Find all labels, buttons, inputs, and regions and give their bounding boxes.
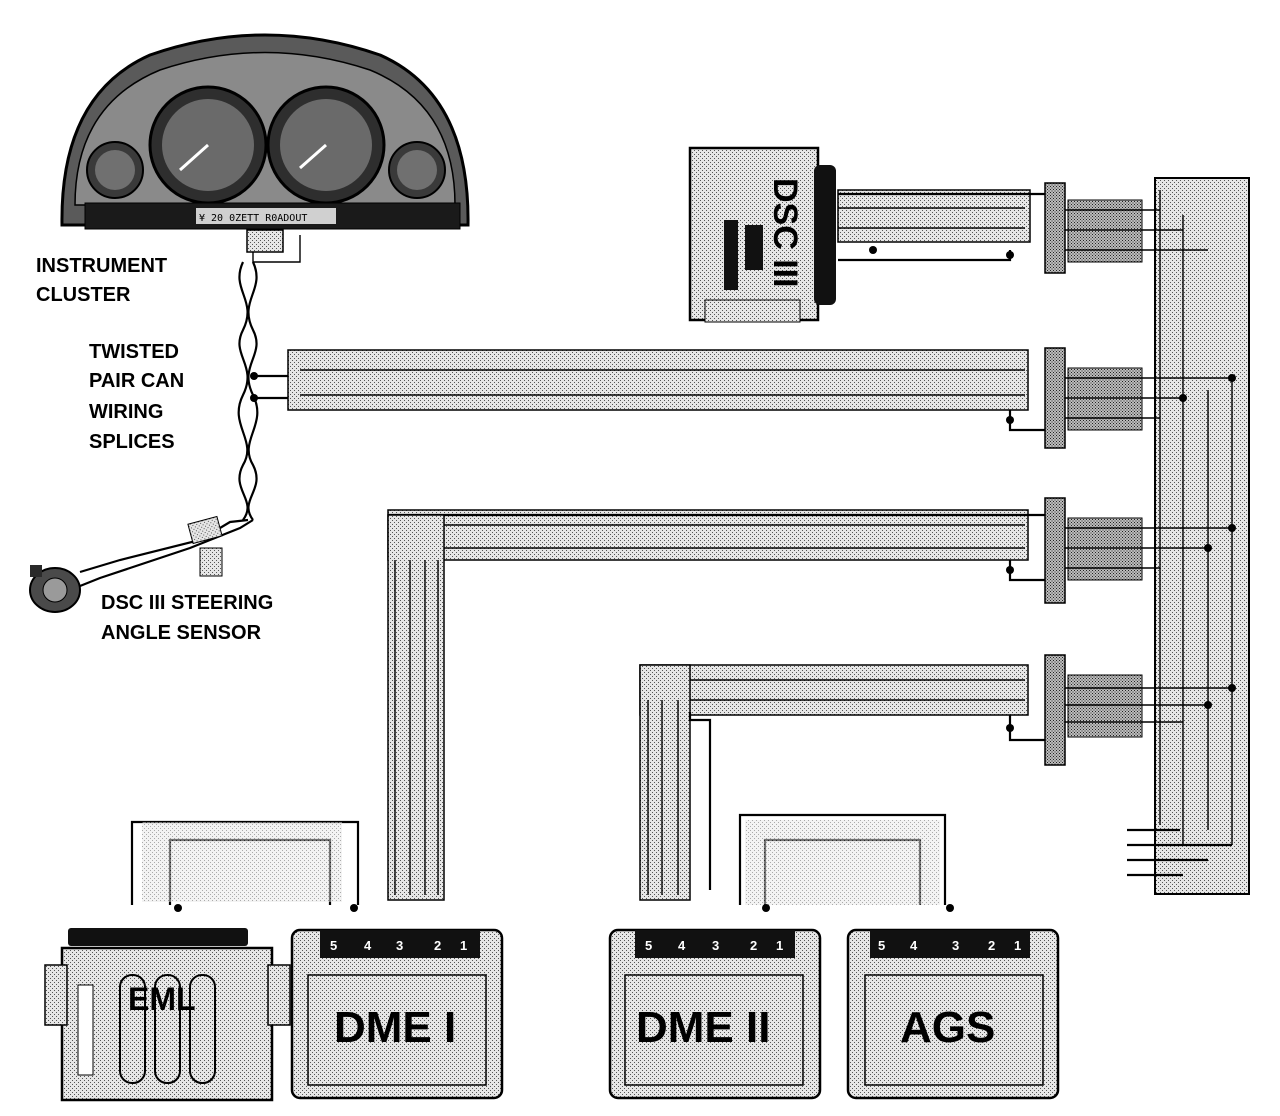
harness-dsc	[837, 182, 1208, 274]
twisted-pair-cluster-to-sensor	[69, 261, 259, 592]
harness-eml-dme1	[130, 820, 360, 912]
harness-dme1	[387, 497, 1236, 901]
label-twisted-pair-line3: WIRING	[89, 401, 163, 423]
dme2-pin-5: 5	[645, 938, 652, 953]
harness-dme2-ags	[738, 813, 954, 912]
label-twisted-pair-line1: TWISTED	[89, 341, 179, 363]
dme1-module-label: DME I	[334, 1003, 456, 1052]
dme1-pin-3: 3	[396, 938, 403, 953]
ags-pin-1: 1	[1014, 938, 1021, 953]
can-bus-backbone	[1127, 177, 1250, 895]
dme2-pin-3: 3	[712, 938, 719, 953]
dme1-pin-1: 1	[460, 938, 467, 953]
dme1-module: 5 4 3 2 1 DME I	[290, 928, 504, 1100]
dsc-module-label: DSC III	[766, 178, 804, 288]
dme2-pin-1: 1	[776, 938, 783, 953]
eml-module: EML	[44, 928, 291, 1102]
eml-module-label: EML	[128, 981, 196, 1017]
label-steering-sensor-line2: ANGLE SENSOR	[101, 622, 262, 644]
steering-angle-sensor	[29, 565, 81, 613]
ags-pin-4: 4	[910, 938, 918, 953]
dme2-module: 5 4 3 2 1 DME II	[608, 928, 822, 1100]
ags-pin-5: 5	[878, 938, 885, 953]
instrument-cluster: ¥ 20 0ZETT R0ADOUT	[60, 33, 470, 263]
label-twisted-pair-line2: PAIR CAN	[89, 370, 184, 392]
dme1-pin-4: 4	[364, 938, 372, 953]
label-steering-sensor-line1: DSC III STEERING	[101, 592, 273, 614]
ags-module: 5 4 3 2 1 AGS	[846, 928, 1060, 1100]
label-twisted-pair-line4: SPLICES	[89, 431, 175, 453]
dme1-pin-2: 2	[434, 938, 441, 953]
svg-text:DSC III STEERING ANGLE SEN: DSC III STEERING ANGLE SENSOR	[101, 592, 279, 644]
dme2-pin-2: 2	[750, 938, 757, 953]
ags-pin-3: 3	[952, 938, 959, 953]
cluster-display-text: ¥ 20 0ZETT R0ADOUT	[199, 213, 307, 224]
svg-text:INSTRUMENT CLUSTER: INSTRUMENT CLUSTER	[36, 255, 173, 306]
harness-cluster	[254, 347, 1236, 449]
label-instrument-cluster-line2: CLUSTER	[36, 284, 131, 306]
harness-dme2	[639, 654, 1236, 901]
ags-pin-2: 2	[988, 938, 995, 953]
dme2-module-label: DME II	[636, 1003, 770, 1052]
dme1-pin-5: 5	[330, 938, 337, 953]
dme2-pin-4: 4	[678, 938, 686, 953]
label-instrument-cluster-line1: INSTRUMENT	[36, 255, 167, 277]
ags-module-label: AGS	[900, 1003, 995, 1052]
svg-text:TWISTED PAIR CAN WIRIN: TWISTED PAIR CAN WIRING SPLICES	[89, 341, 190, 453]
dsc-module: DSC III	[688, 146, 836, 323]
